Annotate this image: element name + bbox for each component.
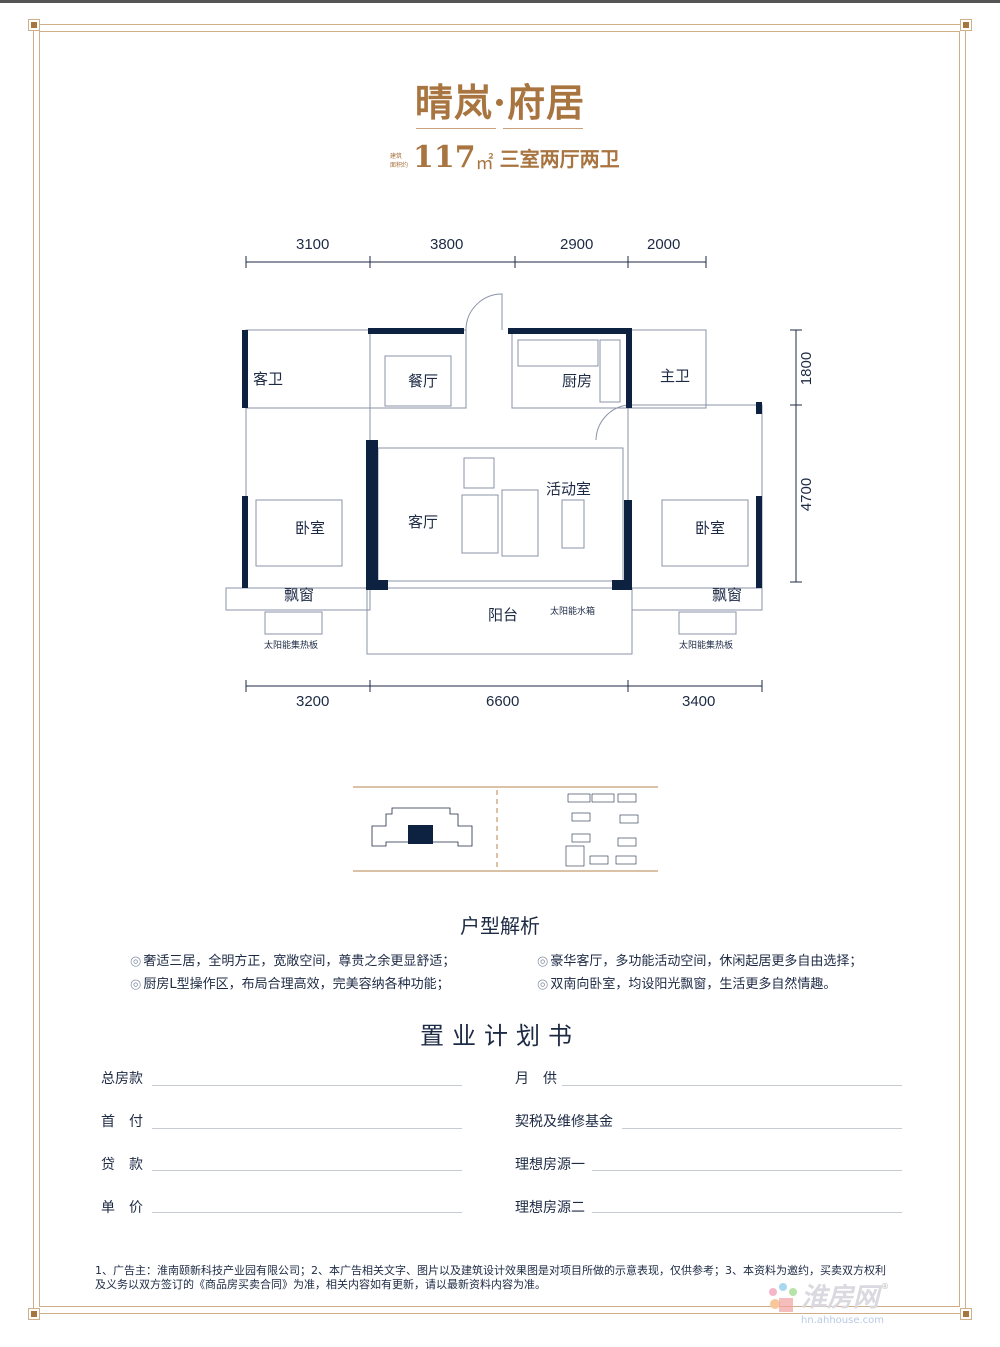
dim-bottom-1: 3200 [296,693,330,710]
ideal-unit-2-label: 理想房源二 [515,1200,585,1216]
purchase-plan-title: 置业计划书 [420,1022,580,1050]
corner-ornament [28,19,40,31]
room-activity: 活动室 [546,480,592,498]
room-bay-left: 飘窗 [284,586,315,604]
area-value: 117 [413,140,476,175]
area-caption-2: 面积约 [390,162,409,169]
ideal-unit-1-label: 理想房源一 [515,1157,585,1173]
tax-fund-field[interactable] [622,1128,902,1129]
watermark-logo: 淮房网 ® hn.ahhouse.com [765,1282,889,1327]
solar-panel-left-label: 太阳能集热板 [264,641,319,651]
monthly-payment-field[interactable] [562,1085,902,1086]
tax-fund-label: 契税及维修基金 [515,1114,613,1130]
bullet-icon: ◎ [537,977,549,992]
ideal-unit-1-field[interactable] [592,1170,902,1171]
location-key-plan [353,786,658,872]
logo-icon [769,1283,797,1312]
solar-panel-right-label: 太阳能集热板 [679,641,734,651]
dim-bottom-2: 6600 [486,693,520,710]
area-caption-1: 建筑 [390,153,403,160]
bullet-icon: ◎ [130,977,142,992]
layout-type: 三室两厅两卫 [499,147,620,171]
corner-ornament [28,1308,40,1320]
corner-ornament [960,1308,972,1320]
feature-text: 厨房L型操作区，布局合理高效，完美容纳各种功能； [143,977,450,992]
ideal-unit-2-field[interactable] [592,1212,902,1213]
room-guest-bath: 客卫 [253,370,284,388]
feature-item: ◎奢适三居，全明方正，宽敞空间，尊贵之余更显舒适； [130,950,455,969]
loan-label: 贷 款 [101,1157,143,1173]
room-living: 客厅 [408,513,439,531]
dim-top-1: 3100 [296,236,330,253]
down-payment-label: 首 付 [101,1114,143,1130]
watermark-url: hn.ahhouse.com [801,1315,885,1326]
feature-text: 奢适三居，全明方正，宽敞空间，尊贵之余更显舒适； [143,954,456,969]
corner-ornament [960,19,972,31]
outer-frame [33,24,966,1314]
analysis-title: 户型解析 [460,914,540,938]
project-title: 晴岚·府居 [414,80,586,125]
divider [416,128,496,129]
feature-text: 双南向卧室，均设阳光飘窗，生活更多自然情趣。 [550,977,837,992]
registered-mark: ® [881,1282,890,1291]
feature-item: ◎豪华客厅，多功能活动空间，休闲起居更多自由选择； [537,950,862,969]
room-kitchen: 厨房 [562,372,593,390]
monthly-payment-label: 月 供 [515,1071,557,1087]
room-dining: 餐厅 [408,372,439,390]
divider [503,128,583,129]
area-unit: ㎡ [475,153,494,174]
disclaimer: 1、广告主：淮南颐新科技产业园有限公司；2、本广告相关文字、图片以及建筑设计效果… [95,1264,886,1291]
dim-top-2: 3800 [430,236,464,253]
dim-top-4: 2000 [647,236,681,253]
solar-tank-label: 太阳能水箱 [550,607,596,617]
feature-text: 豪华客厅，多功能活动空间，休闲起居更多自由选择； [550,954,863,969]
dim-top-3: 2900 [560,236,594,253]
inner-frame [39,31,960,1307]
feature-item: ◎厨房L型操作区，布局合理高效，完美容纳各种功能； [130,973,450,992]
room-master-bath: 主卫 [660,367,691,385]
area-caption: 建筑面积约 [390,152,410,170]
floor-plan [225,256,802,692]
unit-price-label: 单 价 [101,1200,143,1216]
loan-field[interactable] [152,1170,462,1171]
unit-summary: 建筑面积约 117 ㎡ 三室两厅两卫 [390,140,620,175]
room-bay-right: 飘窗 [712,586,743,604]
total-price-field[interactable] [152,1085,462,1086]
top-bar [0,0,1000,3]
room-bedroom-left: 卧室 [295,519,326,537]
total-price-label: 总房款 [101,1071,143,1087]
room-balcony: 阳台 [488,606,519,624]
down-payment-field[interactable] [152,1128,462,1129]
feature-item: ◎双南向卧室，均设阳光飘窗，生活更多自然情趣。 [537,973,836,992]
bullet-icon: ◎ [537,954,549,969]
watermark-name: 淮房网 [801,1283,880,1313]
bullet-icon: ◎ [130,954,142,969]
unit-price-field[interactable] [152,1212,462,1213]
dim-bottom-3: 3400 [682,693,716,710]
room-bedroom-right: 卧室 [695,519,726,537]
